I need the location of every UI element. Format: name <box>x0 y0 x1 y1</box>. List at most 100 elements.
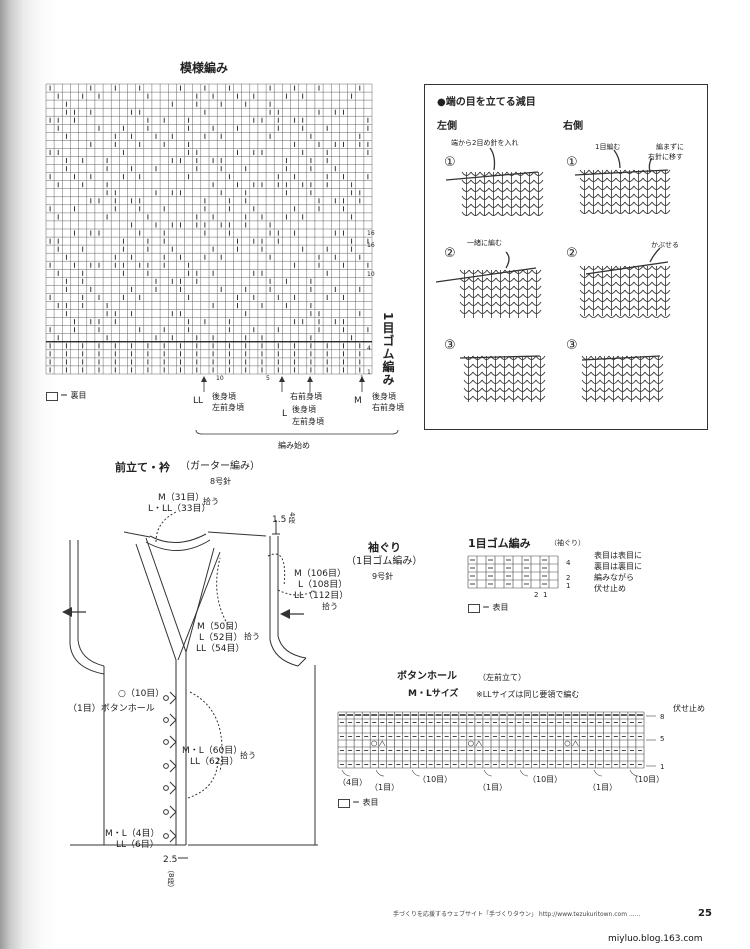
bh-span: （4目） <box>338 778 368 787</box>
pickup-chevron <box>169 829 177 843</box>
bh-bracket <box>375 769 385 777</box>
buttonhole-circle <box>163 763 169 769</box>
decrease-panel <box>424 84 708 430</box>
footer-text: 手づくりを応援するウェブサイト「手づくりタウン」 http://www.tezu… <box>393 911 641 918</box>
marker-arrow <box>359 376 365 382</box>
rib-note: 編みながら <box>594 573 634 582</box>
collar-l: L（52目） <box>199 633 243 643</box>
bh-bracket <box>519 769 529 777</box>
decrease-symbol <box>378 740 386 747</box>
page-number: 25 <box>698 908 712 919</box>
legend-empty-box <box>468 604 480 613</box>
buttonhole-circle <box>163 739 169 745</box>
rib-row-number: 1 <box>566 582 571 590</box>
marker-size-m: M <box>354 396 362 406</box>
bh-bracket <box>629 769 639 777</box>
front-band-needle: 8号針 <box>210 477 232 486</box>
purl-marks <box>340 722 642 765</box>
rib-gridlines <box>467 555 559 589</box>
marker-arrow <box>307 376 313 382</box>
bottom-ml: M・L（4目） <box>105 829 160 839</box>
buttonhole-title: ボタンホール <box>397 671 457 682</box>
armhole-ll: LL（112目） <box>294 591 349 601</box>
marker-label: 右前身頃 <box>290 392 322 401</box>
buttonhole-size: M・Lサイズ <box>408 689 459 699</box>
rib-col-number: 2 <box>534 591 539 599</box>
buttonhole-size-note: ※LLサイズは同じ要領で編む <box>476 690 580 699</box>
marker-label: 左前身頃 <box>212 403 244 412</box>
buttonhole-circle <box>163 785 169 791</box>
rib-note: 表目は表目に <box>594 551 642 560</box>
step-number: ③ <box>566 338 578 353</box>
front-band-subtitle: （ガーター編み） <box>180 461 260 472</box>
bh-one: （1目） <box>478 783 508 792</box>
pickup-chevron <box>169 781 177 795</box>
bh-bracket <box>593 769 603 777</box>
chart-legend: ＝ 裏目 <box>60 391 87 400</box>
decrease-panel-title: ●端の目を立てる減目 <box>437 97 536 108</box>
start-label: 編み始め <box>278 441 310 450</box>
marker-arrow <box>279 376 285 382</box>
bottom-num: 2.5 <box>163 855 178 865</box>
buttonhole-sub: （左前立て） <box>478 673 526 682</box>
armhole-title: 袖ぐり <box>368 541 401 554</box>
armhole-m: M（106目） <box>294 569 346 579</box>
bh-bracket <box>411 769 421 777</box>
purl-marks <box>49 85 369 373</box>
chart-row-number: 16 <box>367 230 375 237</box>
left-side-title: 左側 <box>437 121 457 132</box>
chart-col-number: 1 <box>360 375 364 382</box>
bh-one: （1目） <box>588 783 618 792</box>
right-side-title: 右側 <box>563 121 583 132</box>
pick-top-m: M（31目） <box>158 493 205 503</box>
buttonhole-circle <box>163 695 169 701</box>
buttonhole-label: （1目）ボタンホール <box>68 704 155 714</box>
top-right-rows: 4段 <box>288 512 296 524</box>
chart-row-number: 4 <box>367 345 371 352</box>
knit-swatch <box>579 265 671 318</box>
chart-row-number: 1 <box>367 369 371 376</box>
pick-word: 拾う <box>240 751 256 760</box>
step-note: 右針に移す <box>648 153 683 161</box>
marker-arrow <box>201 376 207 382</box>
pick-word: 拾う <box>203 497 219 506</box>
buttonhole-circle <box>163 833 169 839</box>
step-number: ③ <box>444 338 456 353</box>
yarn-over-symbol <box>371 740 378 747</box>
knit-swatch <box>463 355 546 402</box>
pickup-chevron <box>169 759 177 773</box>
armhole-subtitle: （1目ゴム編み） <box>346 556 423 567</box>
yarn-over-symbol <box>467 740 474 747</box>
marker-size-ll: LL <box>193 396 204 406</box>
rib-chart-sub: （袖ぐり） <box>550 539 585 547</box>
step-note: 1目編む <box>595 143 621 151</box>
pick-word: 拾う <box>244 632 260 641</box>
bh-row-number: 8 <box>660 713 665 721</box>
buttonhole-circle <box>163 717 169 723</box>
pickup-chevron <box>169 805 177 819</box>
chart-col-number: 5 <box>266 375 270 382</box>
bh-row-number: 1 <box>660 763 665 771</box>
collar-m: M（50目） <box>197 622 244 632</box>
rib-row-number: 4 <box>566 559 571 567</box>
bh-legend: ＝ 表目 <box>352 798 379 807</box>
pickup-chevron <box>169 713 177 727</box>
chart-gridlines <box>45 83 373 375</box>
step-number: ② <box>566 246 578 261</box>
marker-label: 後身頃 <box>372 392 396 401</box>
legend-empty-box <box>46 392 58 401</box>
marker-label: 後身頃 <box>212 392 236 401</box>
rib-chart-title: 1目ゴム編み <box>468 537 531 550</box>
pick-top-lll: L・LL（33目） <box>148 504 211 514</box>
step-number: ① <box>444 155 456 170</box>
bh-gridlines <box>337 711 645 769</box>
pattern-chart-title: 模様編み <box>180 61 229 75</box>
rib-legend: ＝ 表目 <box>482 603 509 612</box>
bh-one: （1目） <box>370 783 400 792</box>
rib-row-number: 2 <box>566 574 571 582</box>
step-note: 端から2目め針を入れ <box>451 139 519 147</box>
start-bracket <box>195 429 399 435</box>
